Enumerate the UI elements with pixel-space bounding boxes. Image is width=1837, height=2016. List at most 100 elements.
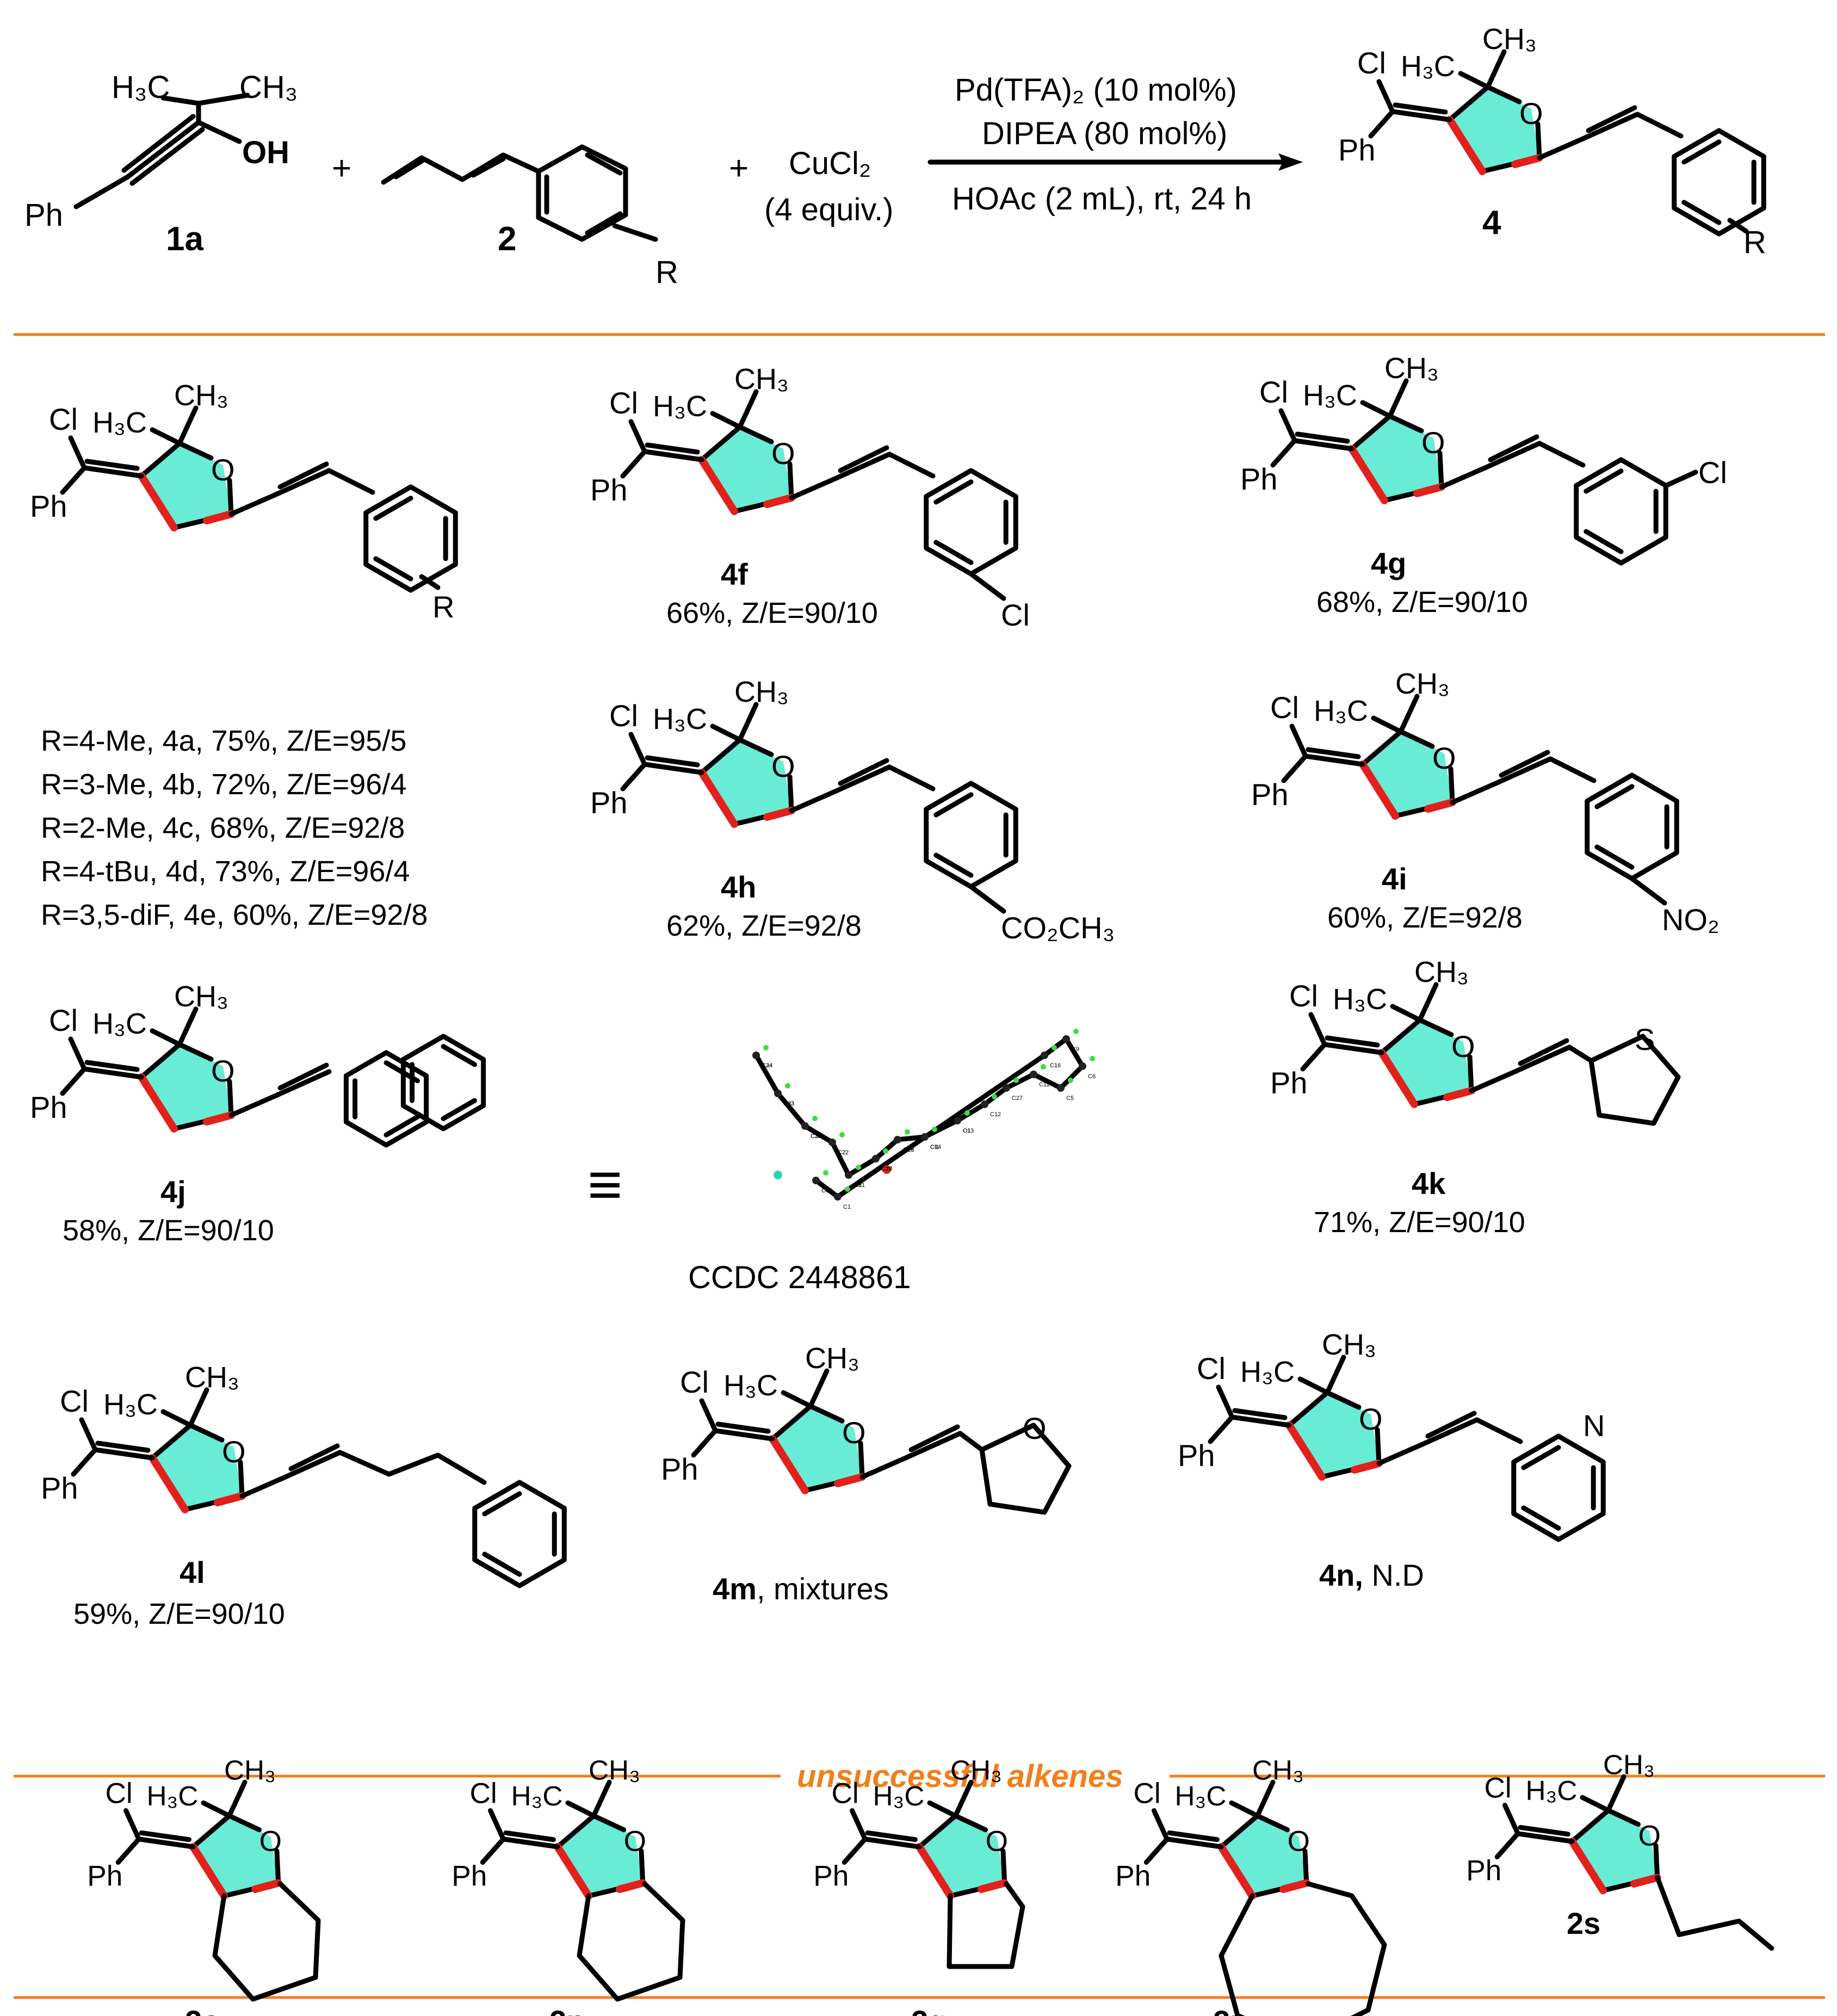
hydrogen-node xyxy=(839,1132,845,1137)
hydrogen-node xyxy=(763,1045,769,1050)
sulfur-label: S xyxy=(1635,1022,1655,1056)
atom-node xyxy=(894,1136,901,1143)
methyl-label: CH₃ xyxy=(734,676,789,708)
section-title-unsuccessful: unsuccessful alkenes xyxy=(797,1759,1123,1794)
oxygen-label: O xyxy=(211,1054,235,1088)
methyl-label: CH₃ xyxy=(174,980,228,1013)
chloro-label: Cl xyxy=(1357,46,1386,80)
arrow-head-icon xyxy=(1278,153,1303,171)
hydrogen-node xyxy=(1041,1064,1046,1069)
phenyl-label: Ph xyxy=(1251,777,1289,812)
oxygen-label: O xyxy=(771,749,795,783)
entry-4b: R=3-Me, 4b, 72%, Z/E=96/4 xyxy=(41,768,406,801)
atom-node xyxy=(954,1117,961,1124)
oxygen-label: O xyxy=(842,1415,866,1450)
plus-sign-1: + xyxy=(332,150,351,187)
hydrogen-node xyxy=(1013,1078,1019,1083)
atom-number: C12 xyxy=(990,1111,1001,1118)
atom-node xyxy=(1062,1035,1070,1043)
entry-4d: R=4-tBu, 4d, 73%, Z/E=96/4 xyxy=(41,855,410,888)
aryl-substituent: R xyxy=(432,590,454,624)
phenyl-label: Ph xyxy=(41,1471,78,1505)
phenyl-label: Ph xyxy=(1178,1438,1215,1473)
methyl-label: H₃C xyxy=(1314,695,1368,727)
hydrogen-node xyxy=(1068,1078,1073,1083)
atom-number: C22 xyxy=(838,1149,849,1156)
atom-number: C6 xyxy=(1088,1073,1096,1080)
hydrogen-node xyxy=(992,1094,997,1099)
oxygen-label: O xyxy=(1451,1029,1475,1063)
phenyl-label: Ph xyxy=(1338,133,1376,167)
chloro-label: Cl xyxy=(1270,690,1299,725)
hydrogen-node xyxy=(1073,1029,1079,1034)
methyl-label: CH₃ xyxy=(224,1755,276,1786)
product-2p: ClPhH₃CCH₃O2p xyxy=(451,1755,685,2016)
atom-number: C9 xyxy=(1072,1046,1079,1053)
aryl-substituent: NO₂ xyxy=(1662,902,1720,937)
oxygen-label: O xyxy=(1638,1820,1661,1852)
entries-4a-4e: R=4-Me, 4a, 75%, Z/E=95/5 R=3-Me, 4b, 72… xyxy=(41,725,428,931)
chloro-label: Cl xyxy=(832,1777,859,1809)
compound-label: 4i xyxy=(1382,862,1407,896)
2-substituent: R xyxy=(655,255,678,290)
yield-label: 62%, Z/E=92/8 xyxy=(666,910,862,942)
benzene-ring xyxy=(924,468,1018,577)
compound-label: 4k xyxy=(1412,1166,1446,1201)
aryl-substituent: Cl xyxy=(1001,598,1030,632)
methyl-label: H₃C xyxy=(1333,983,1387,1016)
atom-node xyxy=(812,1177,820,1184)
atom-number: C11 xyxy=(1039,1081,1049,1088)
reaction-scheme: H₃C CH₃ OH Ph 1a + R 2 + CuCl₂ (4 equiv.… xyxy=(24,70,1303,290)
atom-node xyxy=(872,1155,880,1162)
chloro-label: Cl xyxy=(49,402,78,436)
reactant-2: R 2 xyxy=(381,144,678,290)
benzene-ring xyxy=(472,1480,567,1588)
atom-number: C23 xyxy=(783,1100,794,1107)
oxygen-label: O xyxy=(259,1826,282,1858)
nitrogen-label: N xyxy=(1583,1408,1605,1443)
1a-methyl-right: CH₃ xyxy=(239,70,298,105)
atom-node xyxy=(1030,1071,1037,1078)
methyl-label: H₃C xyxy=(147,1780,199,1811)
methyl-label: H₃C xyxy=(873,1780,925,1811)
oxygen-label: O xyxy=(1432,741,1456,775)
chloro-label: Cl xyxy=(1289,979,1318,1013)
compound-label: 4n, N.D xyxy=(1319,1558,1424,1592)
yield-label: 68%, Z/E=90/10 xyxy=(1316,586,1528,619)
methyl-label: CH₃ xyxy=(1252,1755,1304,1786)
thiophene-ring xyxy=(1588,1034,1681,1126)
compound-label: 4g xyxy=(1371,546,1406,580)
compound-label-2: 2 xyxy=(498,220,516,258)
chlorine-node xyxy=(774,1171,782,1179)
1a-methyl-left: H₃C xyxy=(112,70,170,105)
yield-label: 59%, Z/E=90/10 xyxy=(73,1598,285,1630)
methyl-label: CH₃ xyxy=(185,1361,239,1394)
hydrogen-node xyxy=(823,1170,828,1176)
aryl-substituent: Cl xyxy=(1698,455,1727,490)
conditions-solvent: HOAc (2 mL), rt, 24 h xyxy=(952,181,1252,217)
reagent-cucl2: CuCl₂ xyxy=(789,146,871,181)
atom-number: O1 xyxy=(963,1128,971,1134)
phenyl-label: Ph xyxy=(813,1860,849,1892)
hydrogen-node xyxy=(883,1148,888,1154)
methyl-label: CH₃ xyxy=(589,1755,640,1786)
compound-label-1a: 1a xyxy=(166,220,203,258)
compound-label: 4l xyxy=(180,1555,205,1590)
benzene-ring xyxy=(924,781,1018,889)
methyl-label: CH₃ xyxy=(1322,1328,1376,1361)
phenyl-label: Ph xyxy=(1115,1860,1151,1892)
ccdc-number: CCDC 2448861 xyxy=(688,1260,911,1295)
hydrogen-node xyxy=(1052,1045,1057,1050)
methyl-label: CH₃ xyxy=(1603,1749,1655,1780)
atom-number: C18 xyxy=(903,1147,914,1153)
atom-number: Cl1 xyxy=(930,1144,939,1151)
methyl-label: H₃C xyxy=(653,390,707,423)
phenyl-label: Ph xyxy=(30,489,67,523)
chloro-label: Cl xyxy=(1134,1777,1161,1809)
